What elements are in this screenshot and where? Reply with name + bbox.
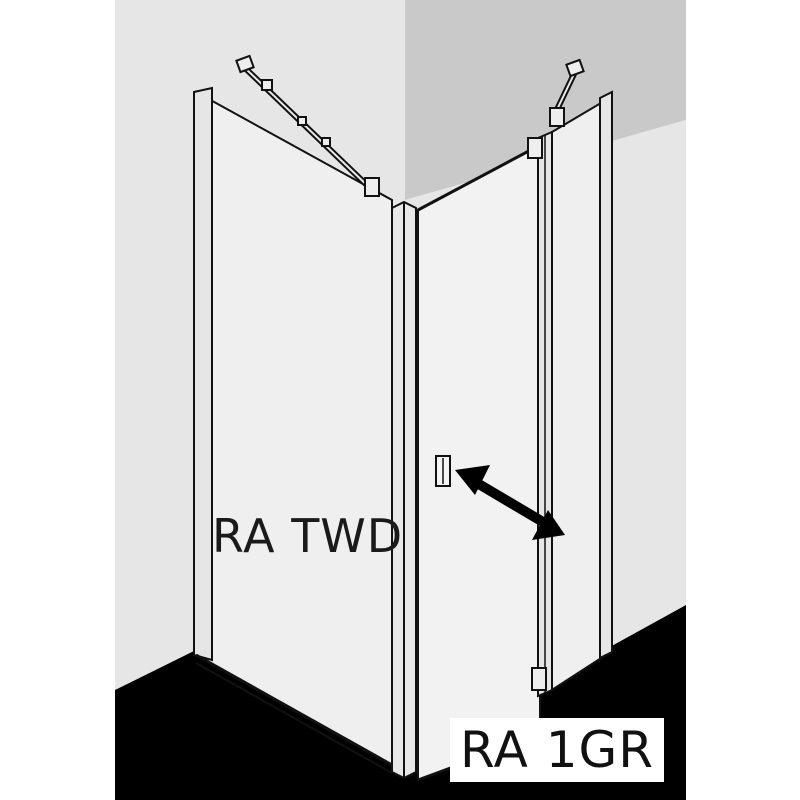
door-model-label: RA 1GR xyxy=(450,718,664,782)
top-hinge xyxy=(527,137,543,159)
bottom-hinge xyxy=(531,667,547,691)
floor xyxy=(115,648,405,800)
glass-clamp-left xyxy=(364,177,380,197)
fixed-segment-glass xyxy=(551,98,607,692)
side-panel-glass xyxy=(195,90,393,767)
fixed-panel-label: RA TWD xyxy=(212,509,404,563)
back-wall xyxy=(405,0,686,200)
glass-clamp-right xyxy=(549,107,565,127)
right-wall-profile xyxy=(599,90,613,660)
wall-bracket-right xyxy=(565,58,585,78)
double-arrow-icon xyxy=(455,465,565,540)
wall-bracket-left xyxy=(235,54,255,74)
side-panel-wall-profile xyxy=(193,86,213,662)
